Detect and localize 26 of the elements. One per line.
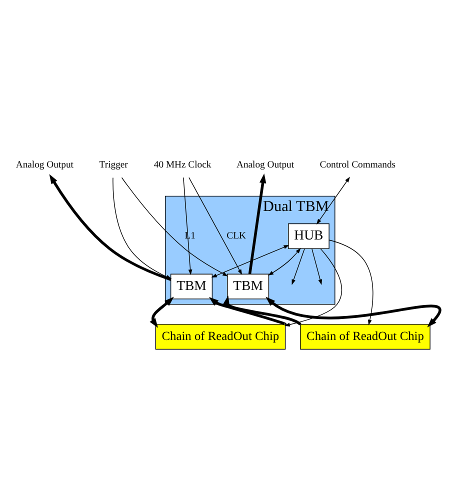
arrow [312, 248, 322, 285]
node-text: Analog Output [16, 160, 74, 171]
arrow [328, 240, 374, 326]
arrow [266, 296, 441, 328]
node-box: TBM [170, 274, 213, 300]
arrow [248, 173, 266, 274]
node-text: Control Commands [320, 160, 396, 171]
node-text: Analog Output [236, 160, 294, 171]
node-text: 40 MHz Clock [154, 160, 212, 171]
node-text: Trigger [99, 160, 128, 171]
arrow [284, 248, 342, 326]
node-box: TBM [227, 274, 270, 300]
arrow [268, 248, 301, 276]
arrow [150, 296, 174, 328]
node-box: Chain of ReadOut Chip [155, 324, 286, 350]
arrow [183, 177, 192, 276]
arrow [316, 176, 350, 224]
arrow [121, 177, 228, 276]
arrow [208, 296, 286, 326]
edge-label: CLK [226, 230, 246, 242]
arrow [292, 248, 305, 285]
arrow [188, 177, 242, 275]
arrow [222, 296, 302, 326]
node-box: HUB [288, 223, 330, 249]
arrow [211, 245, 290, 278]
node-box: Chain of ReadOut Chip [300, 324, 430, 350]
